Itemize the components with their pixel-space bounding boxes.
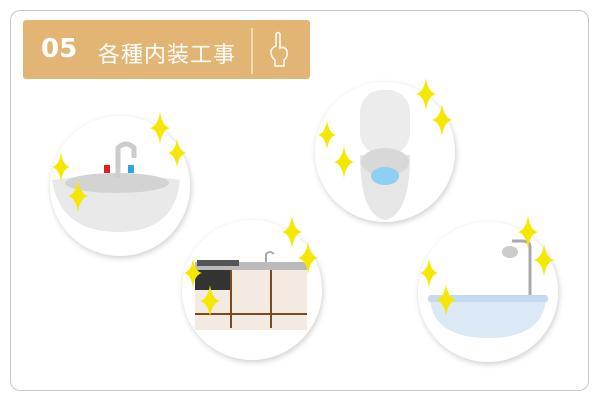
section-title: 各種内装工事	[98, 43, 237, 68]
toilet-illustration	[315, 78, 455, 222]
pointing-hand-icon	[270, 31, 288, 67]
content-frame	[10, 10, 589, 391]
section-header: 05 各種内装工事	[23, 20, 310, 79]
divider	[251, 28, 253, 74]
kitchen-illustration	[182, 216, 322, 360]
section-number: 05	[41, 34, 78, 64]
sink-illustration	[50, 112, 190, 256]
bathtub-illustration	[418, 216, 558, 362]
